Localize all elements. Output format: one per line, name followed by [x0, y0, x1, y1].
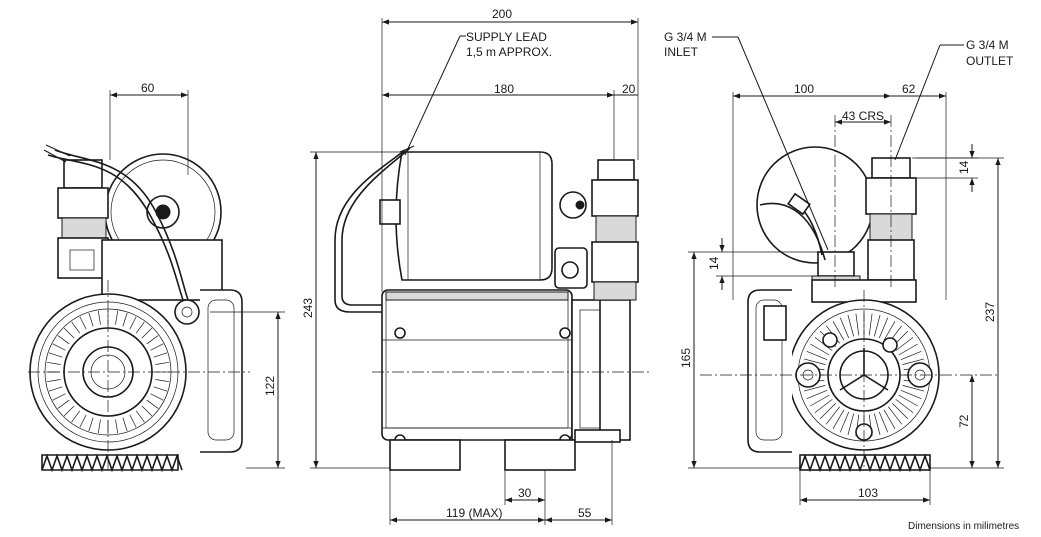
dim-20: 20 [622, 82, 636, 96]
dim-72: 72 [957, 414, 971, 428]
dim-122: 122 [263, 376, 277, 396]
outlet-thread-label: G 3/4 M [966, 38, 1009, 52]
inlet-thread-label: G 3/4 M [664, 30, 707, 44]
front-view: 60 122 [28, 81, 285, 473]
dim-243: 243 [301, 298, 315, 318]
units-note: Dimensions in milimetres [908, 521, 1019, 532]
dim-100: 100 [794, 82, 814, 96]
dim-55: 55 [578, 506, 592, 520]
supply-lead-length: 1,5 m APPROX. [466, 45, 552, 59]
dim-30: 30 [518, 486, 532, 500]
dim-43-crs: 43 CRS [842, 109, 884, 123]
side-view: 200 180 20 SUPPLY LEAD 1,5 m APPROX. 243… [301, 7, 650, 525]
dim-237: 237 [983, 302, 997, 322]
dim-103: 103 [858, 486, 878, 500]
dim-165: 165 [679, 348, 693, 368]
dim-119-max: 119 (MAX) [446, 506, 502, 520]
dim-62: 62 [902, 82, 916, 96]
dim-180: 180 [494, 82, 514, 96]
dim-14-inlet: 14 [707, 256, 721, 270]
rear-view: G 3/4 M INLET G 3/4 M OUTLET 100 62 43 C… [664, 30, 1019, 532]
outlet-label: OUTLET [966, 54, 1014, 68]
supply-lead-label: SUPPLY LEAD [466, 30, 547, 44]
dim-200: 200 [492, 7, 512, 21]
dim-60: 60 [141, 81, 155, 95]
inlet-label: INLET [664, 45, 699, 59]
dim-14-outlet: 14 [957, 160, 971, 174]
